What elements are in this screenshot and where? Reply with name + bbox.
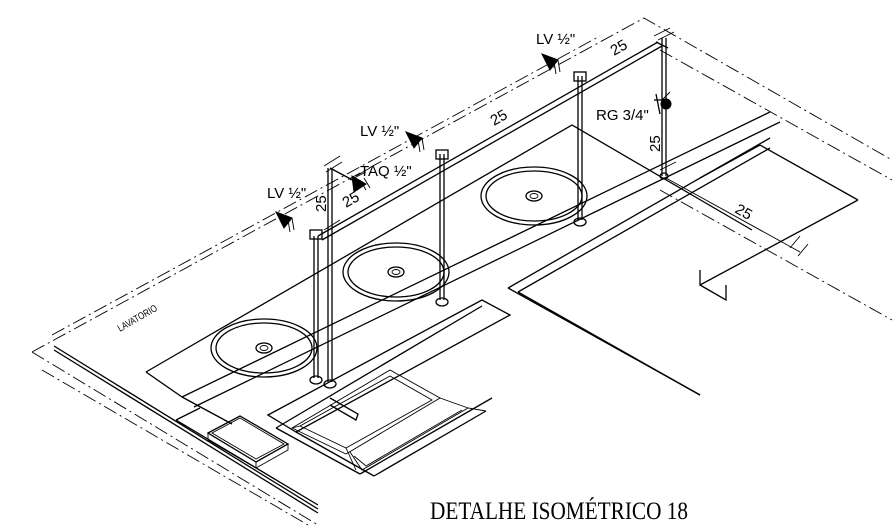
label-rg: RG 3/4" — [596, 107, 649, 124]
boundary-lines — [31, 17, 892, 526]
valve-symbols — [274, 53, 672, 233]
drawing-title: DETALHE ISOMÉTRICO 18 — [430, 498, 689, 525]
dim-right-branch: 25 — [732, 201, 755, 224]
floor-edges — [53, 345, 319, 514]
room-label: LAVATORIO — [116, 302, 159, 333]
dim-taq-horizontal: 25 — [340, 188, 363, 211]
drain-box — [206, 415, 290, 469]
label-lv-mid: LV ½" — [360, 123, 399, 140]
dim-vertical-left: 25 — [313, 195, 330, 212]
label-lv-left: LV ½" — [267, 185, 306, 202]
dim-mid-pipe: 25 — [488, 106, 511, 129]
basin-right — [480, 166, 588, 226]
label-lv-top: LV ½" — [536, 31, 575, 48]
basin-left — [210, 318, 318, 378]
countertop — [145, 111, 781, 425]
basin-middle — [342, 242, 450, 302]
dim-top-pipe: 25 — [608, 36, 631, 59]
label-taq: TAQ ½" — [360, 163, 412, 180]
lower-cabinet — [266, 299, 512, 477]
right-cabinet — [507, 137, 859, 396]
piping — [309, 27, 809, 389]
dim-rg-vertical: 25 — [647, 135, 664, 152]
